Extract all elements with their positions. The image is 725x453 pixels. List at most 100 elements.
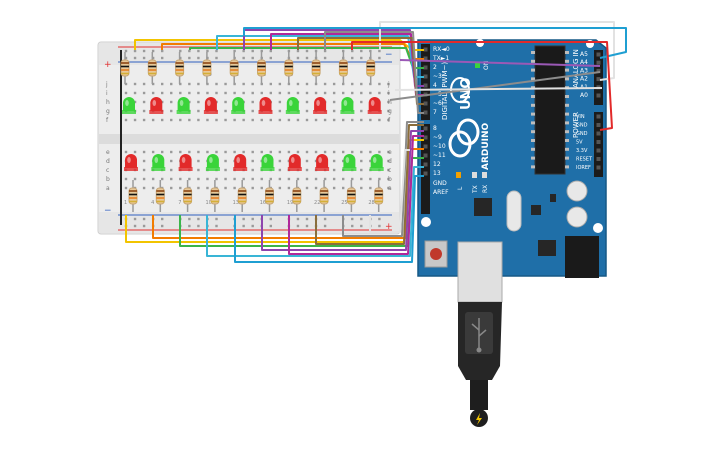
rx-led: [482, 172, 487, 178]
row-letter: d: [106, 158, 110, 165]
resistor[interactable]: [120, 52, 130, 84]
resistor[interactable]: [257, 52, 266, 84]
power-pin-label: 5V: [576, 140, 583, 146]
jumper-wire[interactable]: [206, 166, 424, 257]
led-green[interactable]: [176, 97, 191, 114]
led-green[interactable]: [151, 154, 166, 171]
led-red[interactable]: [313, 97, 328, 114]
resistor[interactable]: [229, 52, 239, 84]
led-green[interactable]: [342, 154, 357, 171]
led-red[interactable]: [124, 154, 138, 171]
row-letter: j: [387, 81, 390, 88]
jumper-wire[interactable]: [369, 149, 410, 233]
resistor[interactable]: [265, 180, 274, 212]
aref-pin-label: AREF: [433, 189, 449, 196]
resistor[interactable]: [366, 52, 376, 84]
resistor[interactable]: [346, 180, 356, 212]
led-green[interactable]: [231, 97, 246, 114]
row-letter: g: [106, 108, 110, 115]
row-letter: f: [388, 117, 391, 124]
on-label: ON: [483, 61, 490, 70]
jumper-wire[interactable]: [234, 175, 424, 263]
reset-button-cap[interactable]: [430, 248, 442, 260]
resistor[interactable]: [237, 180, 247, 212]
resistor[interactable]: [319, 180, 329, 212]
digital-pin-label: ~9: [433, 134, 442, 141]
jumper-wire[interactable]: [297, 37, 424, 105]
row-letter: h: [388, 99, 392, 106]
led-red[interactable]: [203, 97, 218, 114]
usb-port[interactable]: [457, 241, 503, 303]
resistor[interactable]: [175, 52, 185, 84]
usb-cable[interactable]: [458, 302, 502, 427]
jumper-wire[interactable]: [270, 33, 424, 96]
jumper-wires[interactable]: [125, 21, 627, 263]
dc-jack[interactable]: [565, 236, 599, 278]
jumper-wire[interactable]: [389, 71, 601, 101]
led-red[interactable]: [258, 97, 273, 114]
led-green[interactable]: [260, 154, 275, 171]
analog-pin-label: A0: [580, 92, 588, 99]
resistor[interactable]: [210, 180, 220, 212]
row-letter: h: [106, 99, 110, 106]
jumper-wire[interactable]: [315, 124, 424, 245]
resistor[interactable]: [292, 180, 302, 212]
row-letter: a: [388, 185, 392, 192]
atmega-chip: [534, 45, 566, 175]
resistor[interactable]: [374, 180, 384, 212]
jumper-wire[interactable]: [243, 27, 627, 59]
led-red[interactable]: [287, 154, 302, 171]
led-red[interactable]: [178, 154, 193, 171]
digital-header-upper[interactable]: [421, 44, 430, 120]
arduino-brand-label: ARDUINO: [481, 122, 491, 170]
resistor[interactable]: [284, 52, 294, 84]
jumper-wire[interactable]: [288, 135, 424, 255]
row-letter: i: [388, 90, 390, 97]
jumper-wire[interactable]: [189, 47, 424, 69]
jumper-wire[interactable]: [399, 59, 601, 67]
jumper-wire[interactable]: [394, 87, 603, 91]
l-label: L: [457, 186, 464, 190]
jumper-wire[interactable]: [324, 31, 424, 114]
resistor[interactable]: [183, 180, 193, 212]
column-number: 10: [205, 200, 211, 206]
led-green[interactable]: [369, 154, 384, 171]
resistor[interactable]: [155, 180, 165, 212]
digital-pin-label: ~10: [433, 143, 446, 150]
jumper-wire[interactable]: [261, 130, 424, 251]
jumper-wire[interactable]: [161, 43, 424, 60]
resistor[interactable]: [311, 52, 321, 84]
resistor[interactable]: [128, 180, 138, 212]
power-header[interactable]: [594, 112, 603, 177]
crystal: [506, 190, 522, 232]
led-red[interactable]: [233, 154, 248, 171]
led-green[interactable]: [122, 97, 136, 114]
jumper-wire[interactable]: [134, 39, 424, 51]
row-letter: c: [106, 167, 109, 174]
digital-pin-label: 4: [433, 82, 437, 89]
column-number: 25: [341, 200, 347, 206]
led-green[interactable]: [285, 97, 300, 114]
analog-label: ANALOG IN: [572, 49, 580, 88]
jumper-wire[interactable]: [216, 35, 424, 78]
column-number: 28: [368, 200, 374, 206]
resistor[interactable]: [147, 52, 157, 84]
jumper-wire[interactable]: [243, 29, 424, 87]
resistor[interactable]: [202, 52, 212, 84]
led-green[interactable]: [340, 97, 355, 114]
digital-header-lower[interactable]: [421, 124, 430, 214]
rail-minus-label: −: [385, 50, 393, 60]
jumper-wire[interactable]: [342, 121, 424, 237]
leds[interactable]: [122, 97, 384, 171]
led-red[interactable]: [315, 154, 330, 171]
resistors[interactable]: [120, 52, 384, 212]
resistor[interactable]: [338, 52, 348, 84]
led-red[interactable]: [367, 97, 382, 114]
led-green[interactable]: [205, 154, 220, 171]
jumper-wire[interactable]: [351, 41, 613, 131]
led-red[interactable]: [149, 97, 164, 114]
